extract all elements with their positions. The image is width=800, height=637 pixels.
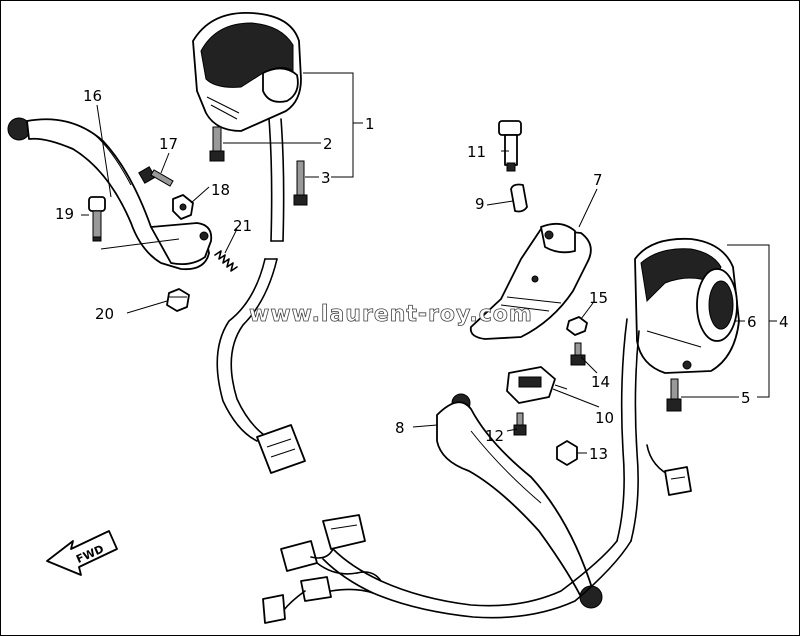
left-connector	[256, 424, 306, 474]
callout-4: 4	[779, 313, 789, 331]
right-connector	[664, 466, 692, 496]
callout-2: 2	[323, 135, 333, 153]
spring-21	[214, 250, 238, 272]
bolt-11	[498, 120, 522, 172]
screw-12	[513, 412, 527, 436]
callout-16: 16	[83, 87, 102, 105]
callout-7: 7	[593, 171, 603, 189]
clutch-lever	[7, 117, 213, 271]
callout-14: 14	[591, 373, 610, 391]
right-switch-cable	[616, 318, 640, 542]
callout-11: 11	[467, 143, 486, 161]
callout-12: 12	[485, 427, 504, 445]
right-switch-housing	[634, 237, 740, 374]
screw-2	[209, 126, 225, 162]
screw-15	[566, 316, 588, 336]
callout-5: 5	[741, 389, 751, 407]
left-switch-housing	[192, 12, 302, 132]
callout-6: 6	[747, 313, 757, 331]
bolt-17	[138, 166, 174, 187]
brake-switch-10	[506, 366, 568, 404]
callout-1: 1	[365, 115, 375, 133]
callout-20: 20	[95, 305, 114, 323]
callout-9: 9	[475, 195, 485, 213]
wiring-harness	[262, 514, 632, 624]
callout-13: 13	[589, 445, 608, 463]
pin-19	[88, 196, 106, 242]
nut-13	[556, 440, 578, 466]
callout-21: 21	[233, 217, 252, 235]
callout-15: 15	[589, 289, 608, 307]
callout-18: 18	[211, 181, 230, 199]
fwd-arrow: FWD	[46, 530, 118, 576]
watermark-text: www.laurent-roy.com	[249, 302, 533, 327]
lever-bracket-7	[469, 222, 592, 340]
screw-14	[570, 342, 586, 366]
screw-3	[293, 160, 308, 206]
callout-3: 3	[321, 169, 331, 187]
callout-19: 19	[55, 205, 74, 223]
nut-18	[172, 194, 194, 220]
nut-20	[166, 288, 190, 312]
left-switch-cable	[268, 118, 285, 242]
screw-5	[666, 378, 682, 412]
callout-10: 10	[595, 409, 614, 427]
callout-8: 8	[395, 419, 405, 437]
callout-17: 17	[159, 135, 178, 153]
collar-9	[510, 183, 528, 213]
